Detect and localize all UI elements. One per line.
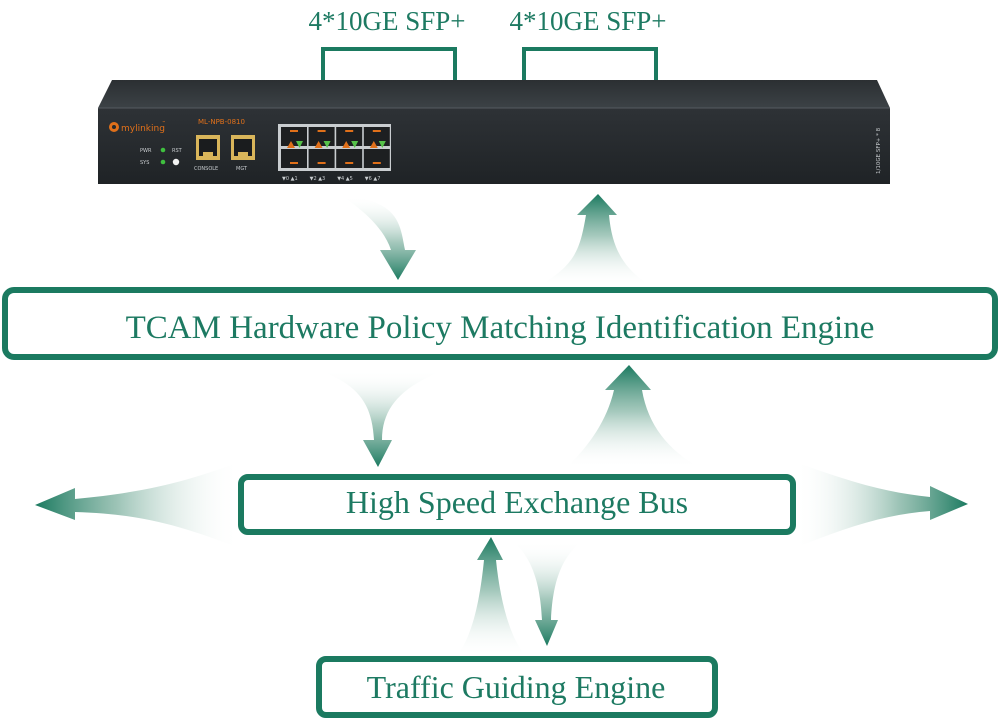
exchange-bus-label: High Speed Exchange Bus: [346, 484, 688, 520]
arrow-up-traffic-to-bus: [455, 537, 527, 657]
sys-label: SYS: [140, 160, 149, 166]
sfp-port: [308, 127, 335, 146]
console-label: CONSOLE: [194, 166, 218, 172]
sfp-port: [281, 127, 307, 146]
logo-text: mylinking: [121, 124, 165, 134]
sfp-port: [363, 149, 390, 168]
sfp-port: [363, 127, 390, 146]
arrow-left-bus: [35, 462, 240, 548]
sfp-led-icon: [323, 141, 331, 148]
arrow-up-bus-to-tcam: [566, 365, 700, 468]
sfp-port-number: ▼4 ▲5: [337, 176, 353, 182]
sfp-port: [281, 149, 307, 168]
sfp-port: [336, 127, 363, 146]
device-model: ML-NPB-0810: [198, 118, 245, 126]
arrow-up-tcam-to-device: [539, 194, 651, 286]
sfp-led-icon: [296, 141, 303, 148]
rst-label: RST: [172, 148, 183, 154]
tcam-engine-box: [2, 287, 998, 360]
sfp-port-number: ▼2 ▲3: [310, 176, 326, 182]
device-side-label: 1/10GE SFP+ * 8: [876, 127, 882, 174]
sfp-led-icon: [378, 141, 386, 148]
ports-label-left: 4*10GE SFP+: [308, 6, 465, 36]
arrow-down-device-to-tcam: [342, 196, 416, 280]
sfp-led-icon: [351, 141, 359, 148]
sfp-led-icon: [314, 141, 323, 148]
device: mylinking ™ ML-NPB-0810 PWR RST SYS CONS…: [98, 80, 890, 184]
logo-trademark: ™: [162, 120, 166, 125]
arrow-right-bus: [795, 462, 968, 548]
device-top: [98, 80, 890, 108]
sfp-port: [308, 149, 335, 168]
device-front: [98, 108, 890, 184]
traffic-engine-box: [316, 656, 718, 718]
reset-button[interactable]: [172, 158, 180, 166]
mgt-label: MGT: [236, 166, 248, 172]
arrow-down-bus-to-traffic: [513, 541, 582, 646]
pwr-led: [160, 147, 166, 153]
sfp-led-icon: [369, 141, 378, 148]
sfp-led-icon: [287, 141, 295, 148]
exchange-bus-box: [238, 474, 796, 535]
mgt-port: [231, 135, 255, 160]
bracket-left: [321, 47, 457, 80]
sfp-port: [336, 149, 363, 168]
tcam-engine-label: TCAM Hardware Policy Matching Identifica…: [126, 310, 875, 346]
bracket-right: [522, 47, 658, 80]
sfp-port-number: ▼0 ▲1: [282, 176, 298, 182]
sys-led: [160, 159, 166, 165]
pwr-label: PWR: [140, 148, 152, 154]
sfp-led-icon: [342, 141, 351, 148]
sfp-port-number: ▼6 ▲7: [365, 176, 381, 182]
ports-label-right: 4*10GE SFP+: [509, 6, 666, 36]
traffic-engine-label: Traffic Guiding Engine: [367, 669, 666, 705]
arrow-down-tcam-to-bus: [318, 370, 445, 467]
console-port: [196, 135, 220, 160]
